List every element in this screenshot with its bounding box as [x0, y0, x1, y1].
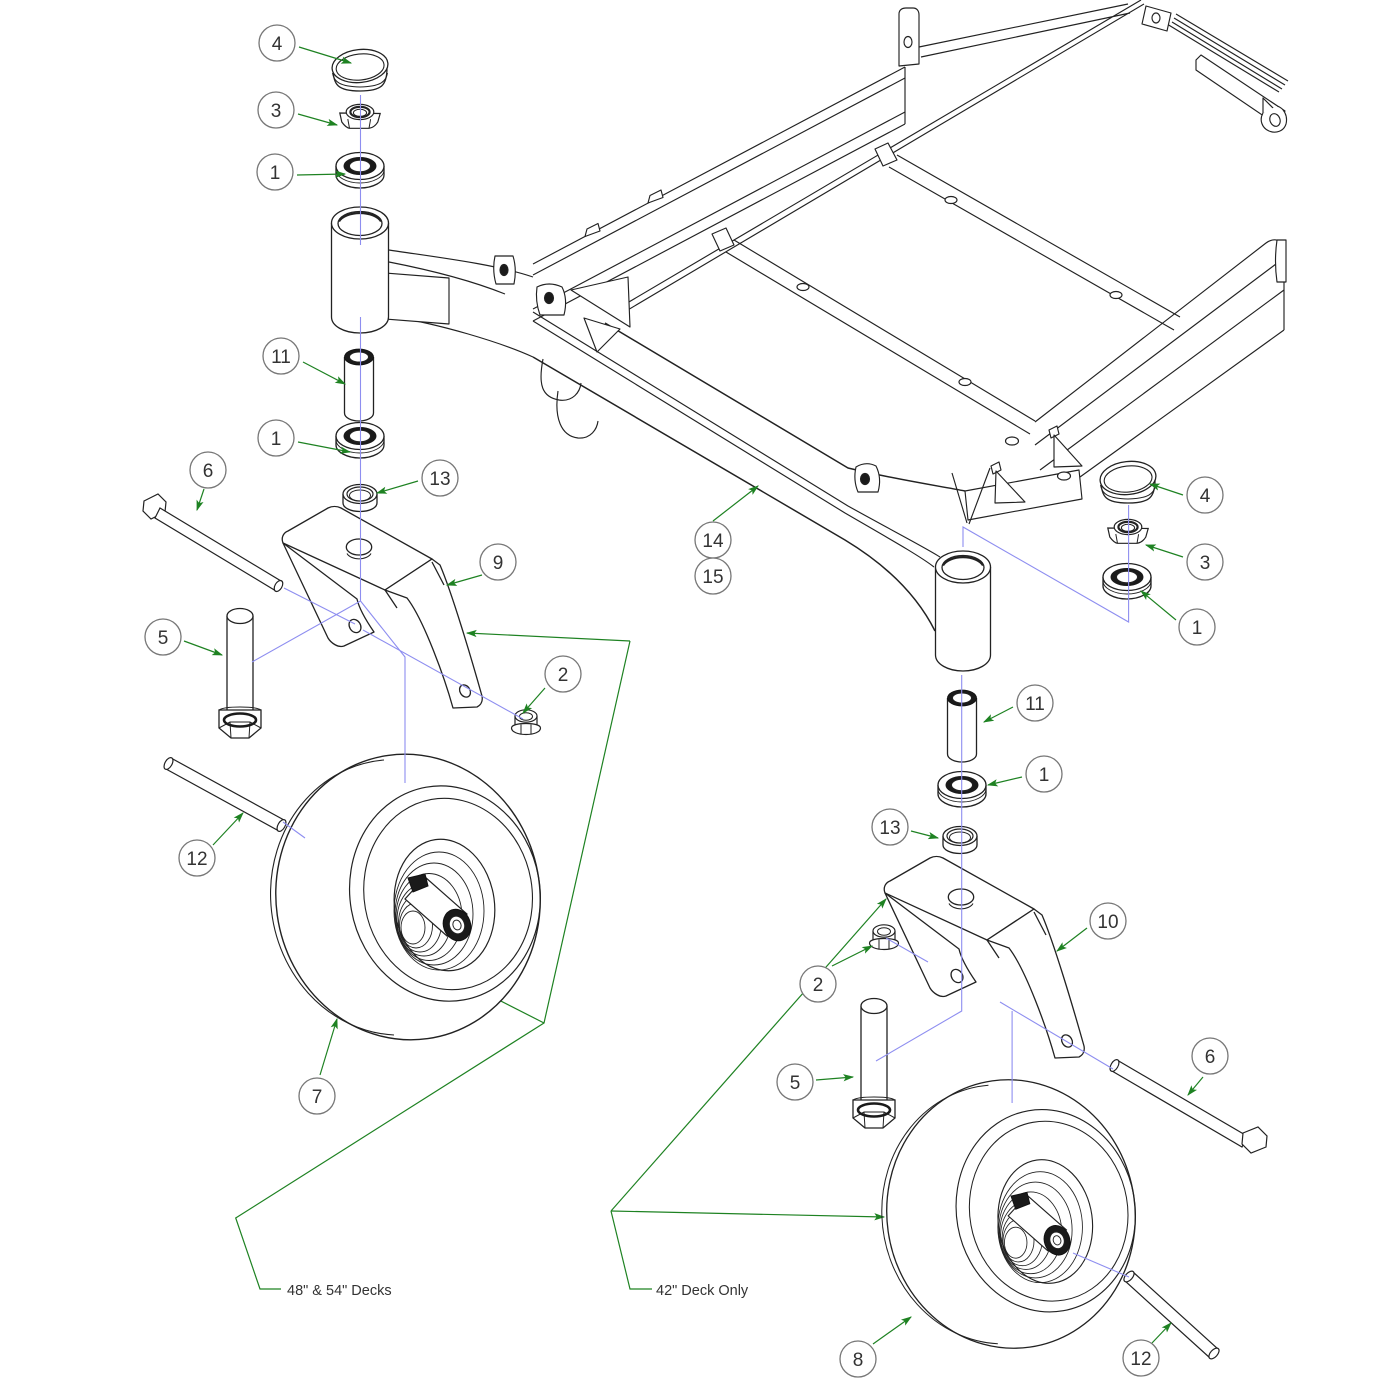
svg-text:8: 8	[853, 1350, 864, 1371]
svg-text:3: 3	[271, 101, 282, 122]
svg-text:5: 5	[790, 1073, 801, 1094]
svg-text:6: 6	[1205, 1047, 1216, 1068]
svg-text:13: 13	[429, 469, 450, 490]
svg-text:13: 13	[879, 818, 900, 839]
svg-text:12: 12	[1130, 1349, 1151, 1370]
svg-text:5: 5	[158, 628, 169, 649]
svg-text:14: 14	[702, 531, 724, 552]
svg-text:6: 6	[203, 461, 214, 482]
svg-text:4: 4	[272, 34, 283, 55]
svg-text:4: 4	[1200, 486, 1211, 507]
svg-text:11: 11	[271, 347, 291, 368]
svg-text:15: 15	[702, 567, 723, 588]
svg-text:48" & 54" Decks: 48" & 54" Decks	[287, 1283, 392, 1299]
svg-text:2: 2	[813, 975, 824, 996]
svg-text:1: 1	[270, 163, 281, 184]
svg-text:10: 10	[1097, 912, 1118, 933]
svg-text:42" Deck Only: 42" Deck Only	[656, 1283, 749, 1299]
svg-text:11: 11	[1025, 694, 1045, 715]
svg-text:2: 2	[558, 665, 569, 686]
svg-text:1: 1	[271, 429, 282, 450]
svg-text:12: 12	[186, 849, 207, 870]
svg-text:7: 7	[312, 1087, 323, 1108]
svg-text:3: 3	[1200, 553, 1211, 574]
svg-text:9: 9	[493, 553, 504, 574]
svg-text:1: 1	[1039, 765, 1050, 786]
svg-text:1: 1	[1192, 618, 1203, 639]
